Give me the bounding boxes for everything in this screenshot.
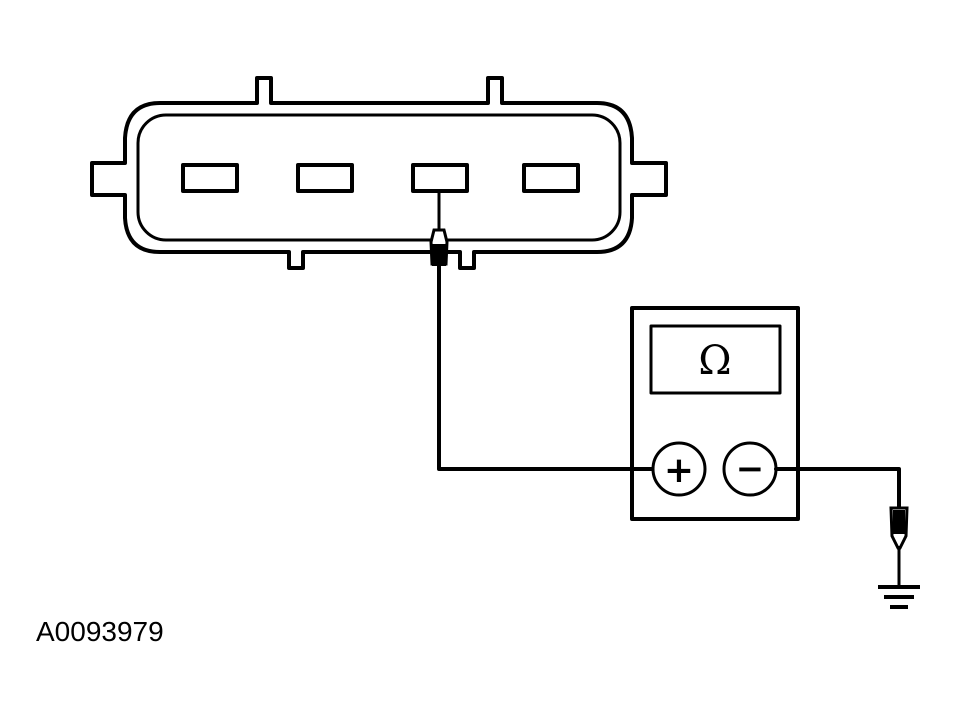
positive-terminal-label: +: [664, 450, 694, 491]
electrical-connector: [90, 76, 668, 270]
figure-id: A0093979: [36, 616, 164, 647]
meter-body: [630, 306, 800, 521]
ground-icon: [878, 585, 920, 609]
lead-wire-negative: [774, 467, 901, 512]
lead-wire-positive: [437, 264, 654, 471]
pin-cavity-4: [522, 163, 580, 193]
probe-grip: [432, 244, 446, 266]
connector-housing: [90, 76, 668, 270]
ohmmeter: Ω + −: [630, 306, 800, 521]
pin-cavity-3: [411, 163, 469, 193]
connector-face: [136, 113, 622, 242]
pin-cavity-2: [296, 163, 354, 193]
ground-probe-grip: [893, 510, 905, 534]
positive-test-lead: [429, 193, 654, 471]
omega-symbol: Ω: [698, 338, 731, 384]
negative-terminal-label: −: [736, 449, 765, 489]
negative-test-lead: [774, 467, 909, 586]
pin-cavity-1: [181, 163, 239, 193]
positive-terminal: [651, 441, 707, 497]
meter-display: [649, 324, 782, 395]
